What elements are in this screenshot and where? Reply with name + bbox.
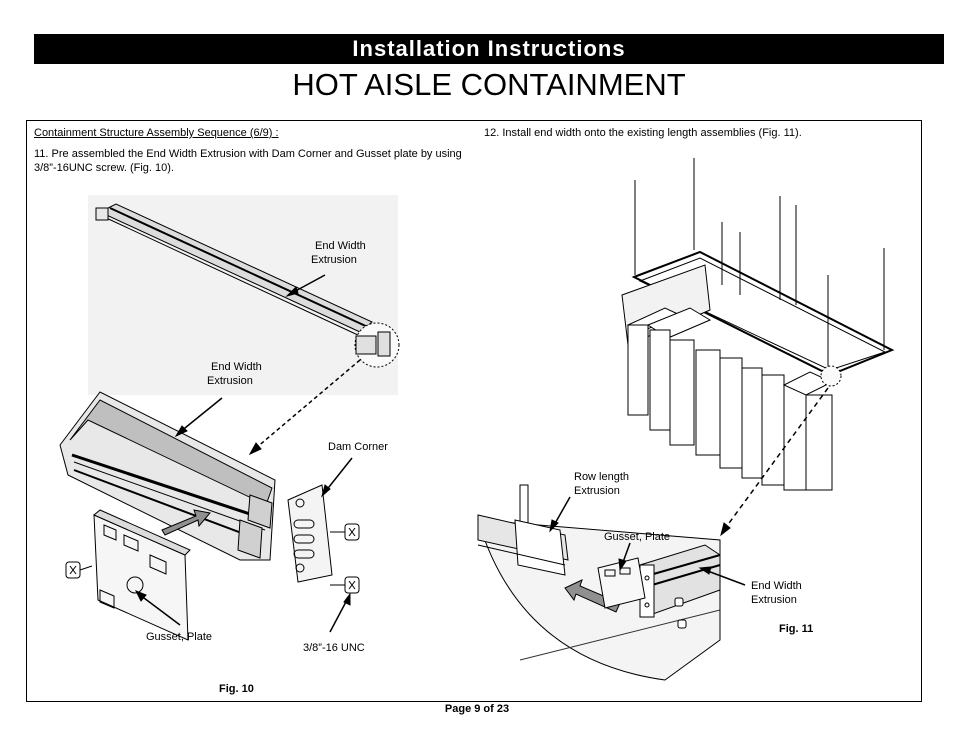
label-end-width-top: End Width [315, 239, 366, 253]
label-extrusion-top: Extrusion [311, 254, 357, 266]
label-row-length: Row length [574, 471, 630, 483]
label-line: End Width [315, 240, 366, 252]
fig11-caption: Fig. 11 [779, 623, 814, 635]
document-title-bar: Installation Instructions [34, 34, 944, 64]
long-extrusion-drawing [95, 203, 373, 337]
label-end-width-mid: End Width [211, 361, 262, 373]
fig11-illustration [477, 158, 895, 681]
label-end-width-extrusion-fig11: Extrusion [751, 594, 797, 606]
gusset-plate-drawing-fig10 [93, 509, 191, 641]
screw-left-drawing [65, 561, 93, 579]
label-row-length-extrusion: Extrusion [574, 485, 620, 497]
label-end-width-fig11: End Width [751, 580, 802, 592]
step-12-text: 12. Install end width onto the existing … [484, 127, 802, 139]
document-subtitle: HOT AISLE CONTAINMENT [292, 67, 686, 102]
page-number: Page 9 of 23 [444, 703, 510, 715]
fig10-illustration [59, 195, 400, 641]
screw-right-bottom-drawing [330, 576, 360, 594]
label-extrusion-mid: Extrusion [207, 375, 253, 387]
cabinets-drawing [626, 307, 834, 491]
fig10-caption: Fig. 10 [219, 683, 254, 695]
screw-right-top-drawing [330, 523, 360, 541]
label-dam-corner: Dam Corner [328, 441, 388, 453]
label-screw-spec: 3/8”-16 UNC [303, 642, 365, 654]
dam-corner-drawing [287, 484, 333, 583]
sequence-heading: Containment Structure Assembly Sequence … [34, 127, 279, 139]
label-gusset-plate-fig11: Gusset, Plate [604, 531, 671, 543]
extrusion-section-drawing [59, 391, 276, 561]
label-gusset-plate-fig10: Gusset, Plate [146, 631, 213, 643]
step-11-text: 11. Pre assembled the End Width Extrusio… [34, 148, 462, 174]
content-frame [26, 120, 922, 702]
